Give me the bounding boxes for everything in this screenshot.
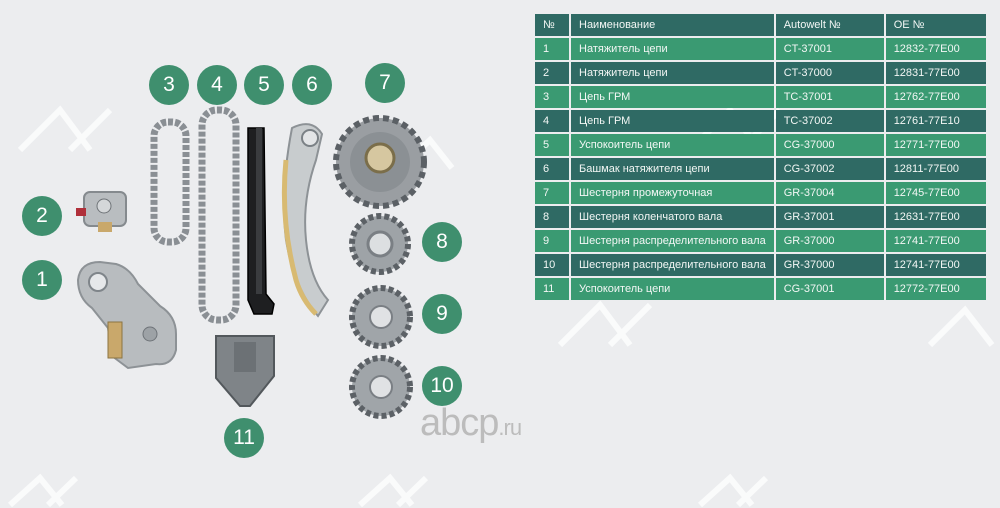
table-cell-oe: 12631-77E00 — [885, 206, 986, 228]
table-cell-name: Цепь ГРМ — [571, 86, 774, 108]
callout-badge-10: 10 — [422, 366, 462, 406]
table-cell-no: 6 — [535, 158, 569, 180]
table-cell-oe: 12741-77E00 — [885, 254, 986, 276]
callout-badge-9: 9 — [422, 294, 462, 334]
table-cell-aw: TC-37001 — [775, 86, 884, 108]
table-cell-no: 10 — [535, 254, 569, 276]
table-cell-oe: 12832-77E00 — [885, 38, 986, 60]
table-cell-oe: 12771-77E00 — [885, 134, 986, 156]
table-cell-oe: 12831-77E00 — [885, 62, 986, 84]
table-cell-aw: GR-37000 — [775, 254, 884, 276]
table-cell-name: Цепь ГРМ — [571, 110, 774, 132]
table-cell-aw: GR-37001 — [775, 206, 884, 228]
chain-tensioner-2 — [76, 191, 127, 232]
table-cell-aw: GR-37004 — [775, 182, 884, 204]
camshaft-gear-10 — [349, 355, 413, 419]
table-cell-no: 7 — [535, 182, 569, 204]
table-cell-aw: CT-37000 — [775, 62, 884, 84]
callout-badge-8: 8 — [422, 222, 462, 262]
table-cell-name: Натяжитель цепи — [571, 38, 774, 60]
table-cell-aw: TC-37002 — [775, 110, 884, 132]
table-cell-oe: 12772-77E00 — [885, 278, 986, 300]
callout-badge-5: 5 — [244, 65, 284, 105]
callout-badge-2: 2 — [22, 196, 62, 236]
header-oe: OE № — [885, 14, 986, 36]
idler-gear-7 — [333, 115, 427, 209]
header-autowelt: Autowelt № — [775, 14, 884, 36]
table-cell-oe: 12811-77E00 — [885, 158, 986, 180]
timing-chain-3 — [150, 118, 190, 246]
header-number: № — [535, 14, 569, 36]
table-cell-no: 2 — [535, 62, 569, 84]
abcp-watermark: abcp.ru — [420, 402, 522, 445]
table-cell-name: Шестерня распределительного вала — [571, 230, 774, 252]
abcp-brand: abcp — [420, 402, 499, 444]
table-cell-name: Успокоитель цепи — [571, 278, 774, 300]
table-cell-aw: CG-37000 — [775, 134, 884, 156]
table-cell-no: 9 — [535, 230, 569, 252]
table-cell-oe: 12762-77E00 — [885, 86, 986, 108]
table-cell-no: 11 — [535, 278, 569, 300]
callout-badge-7: 7 — [365, 63, 405, 103]
table-cell-name: Успокоитель цепи — [571, 134, 774, 156]
table-cell-name: Башмак натяжителя цепи — [571, 158, 774, 180]
callout-badge-1: 1 — [22, 260, 62, 300]
callout-badge-3: 3 — [149, 65, 189, 105]
table-cell-aw: CT-37001 — [775, 38, 884, 60]
callout-badge-6: 6 — [292, 65, 332, 105]
table-cell-aw: CG-37001 — [775, 278, 884, 300]
tensioner-shoe-6 — [281, 123, 330, 318]
timing-chain-4 — [198, 106, 240, 324]
chain-tensioner-1 — [76, 260, 177, 370]
table-cell-no: 8 — [535, 206, 569, 228]
table-cell-name: Натяжитель цепи — [571, 62, 774, 84]
table-cell-oe: 12741-77E00 — [885, 230, 986, 252]
table-cell-name: Шестерня распределительного вала — [571, 254, 774, 276]
chain-guide-5 — [247, 127, 275, 315]
table-cell-name: Шестерня коленчатого вала — [571, 206, 774, 228]
abcp-tld: .ru — [498, 415, 522, 440]
callout-badge-4: 4 — [197, 65, 237, 105]
chain-guide-11 — [215, 335, 275, 407]
header-name: Наименование — [571, 14, 774, 36]
camshaft-gear-9 — [349, 285, 413, 349]
table-cell-oe: 12745-77E00 — [885, 182, 986, 204]
crankshaft-gear-8 — [349, 213, 411, 275]
table-cell-no: 4 — [535, 110, 569, 132]
table-cell-no: 1 — [535, 38, 569, 60]
table-cell-no: 5 — [535, 134, 569, 156]
callout-badge-11: 11 — [224, 418, 264, 458]
table-cell-oe: 12761-77E10 — [885, 110, 986, 132]
table-cell-name: Шестерня промежуточная — [571, 182, 774, 204]
table-cell-no: 3 — [535, 86, 569, 108]
table-cell-aw: GR-37000 — [775, 230, 884, 252]
table-header-row: № Наименование Autowelt № OE № — [535, 14, 986, 36]
table-cell-aw: CG-37002 — [775, 158, 884, 180]
